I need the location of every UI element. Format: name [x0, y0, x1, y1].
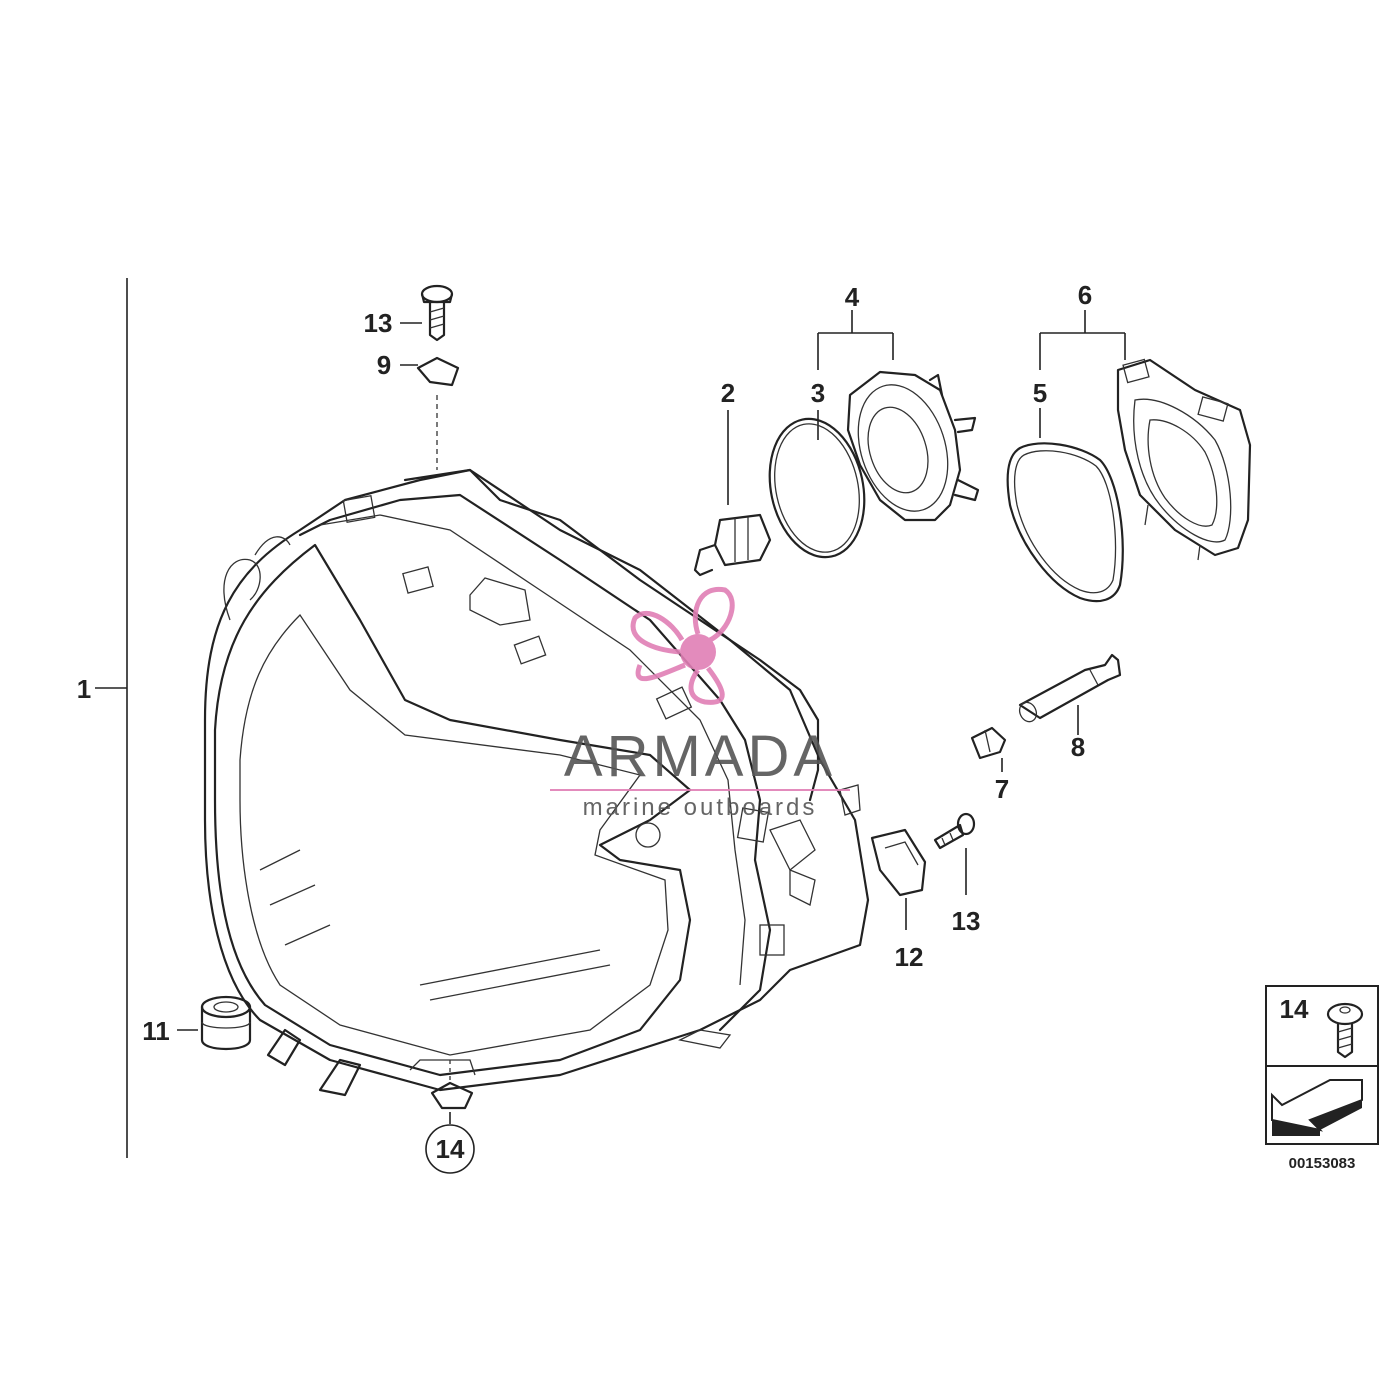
- bulb-socket: [1018, 653, 1122, 735]
- callout-12: 12: [895, 942, 924, 972]
- callout-4: 4: [845, 282, 860, 312]
- callout-6: 6: [1078, 280, 1092, 310]
- assembly-4-bracket: [817, 310, 894, 370]
- callout-13-top: 13: [364, 308, 393, 338]
- clip-nut-bottom: [425, 1060, 475, 1174]
- screw-top: [400, 284, 454, 342]
- watermark-tagline: marine outboards: [583, 794, 818, 821]
- callout-7: 7: [995, 774, 1009, 804]
- callout-11: 11: [142, 1016, 170, 1046]
- callout-13-right: 13: [952, 906, 981, 936]
- clip-nut-top: [400, 356, 460, 470]
- watermark-brand: ARMADA: [564, 724, 836, 789]
- callout-8: 8: [1071, 732, 1085, 762]
- rectangular-lamp-holder: [1116, 358, 1252, 561]
- arrow-icon: [1271, 1079, 1363, 1136]
- callout-9: 9: [377, 350, 391, 380]
- assembly-bracket: [95, 278, 128, 1158]
- round-lamp-holder: [846, 370, 980, 522]
- watermark: ARMADA marine outboards: [550, 586, 850, 821]
- screw-icon: [1326, 1002, 1364, 1059]
- legend-box: 14: [1265, 985, 1379, 1145]
- rubber-grommet: [177, 995, 252, 1050]
- callout-14-circled: 14: [436, 1134, 465, 1164]
- bulb-small: [970, 726, 1007, 772]
- screw-right: [933, 812, 976, 895]
- figure-number: 00153083: [1289, 1155, 1356, 1172]
- propeller-icon: [630, 586, 735, 705]
- o-ring-rectangular: [1006, 408, 1124, 603]
- bulb-h7: [693, 410, 772, 577]
- spring-clip: [870, 828, 927, 930]
- o-ring-round: [768, 410, 866, 559]
- callout-2: 2: [721, 378, 735, 408]
- callout-1: 1: [77, 674, 91, 704]
- assembly-6-bracket: [1039, 310, 1126, 370]
- callout-5: 5: [1033, 378, 1047, 408]
- callout-3: 3: [811, 378, 825, 408]
- legend-callout-14: 14: [1280, 994, 1309, 1024]
